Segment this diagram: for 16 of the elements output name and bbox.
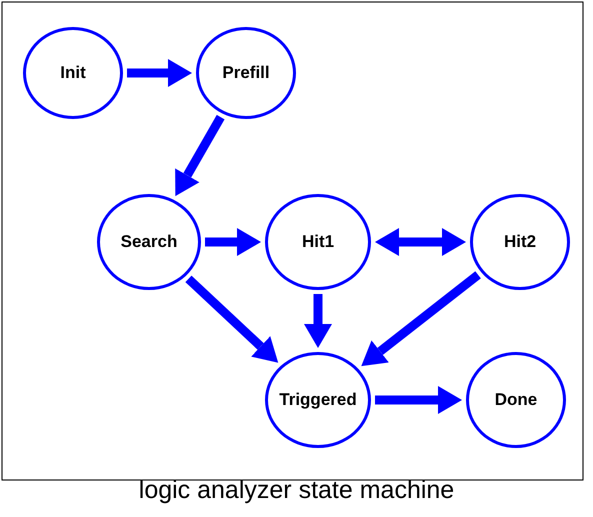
state-label: Hit1 [302,232,334,252]
state-label: Prefill [222,63,270,83]
state-label: Search [120,232,178,252]
arrow [361,271,481,366]
arrow [185,276,278,363]
state-label: Hit2 [504,232,536,252]
arrow [375,386,462,414]
arrow [175,114,225,196]
caption: logic analyzer state machine [138,476,454,504]
state-label: Init [60,63,86,83]
arrow [127,59,192,87]
arrow [304,294,332,348]
state-label: Triggered [279,390,357,410]
state-label: Done [494,390,538,410]
arrow [205,228,261,256]
arrow [375,228,466,256]
